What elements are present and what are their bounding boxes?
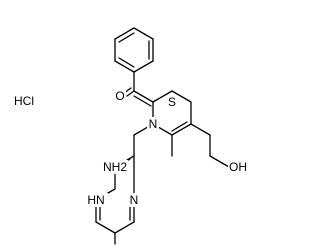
bond — [133, 90, 154, 103]
bond — [114, 60, 135, 73]
hydroxyl-label: OH — [229, 160, 247, 174]
ring-nitrogen-label: N — [149, 117, 158, 131]
bond — [95, 221, 116, 234]
chemical-structure-diagram: O S N OH NH2 HN N HCl — [14, 27, 252, 245]
amino-label: NH2 — [103, 160, 127, 174]
pyrimidine-n-label: N — [130, 193, 139, 207]
bond — [152, 90, 173, 103]
bond-network — [95, 27, 230, 245]
sulfur-label: S — [168, 95, 176, 109]
carbonyl-oxygen-label: O — [115, 89, 124, 103]
bond — [133, 60, 154, 73]
bond — [114, 27, 135, 40]
bond — [171, 123, 192, 136]
bond — [118, 57, 135, 68]
bond — [133, 95, 152, 107]
bond — [126, 90, 135, 97]
hcl-salt-label: HCl — [14, 94, 34, 108]
bond — [171, 121, 188, 132]
bond — [209, 155, 230, 168]
bond — [118, 32, 135, 43]
bond — [190, 123, 211, 136]
bond — [133, 27, 154, 40]
bond — [171, 90, 192, 103]
atom-labels: O S N OH NH2 HN N HCl — [14, 89, 252, 207]
bond — [114, 221, 135, 234]
pyrimidine-nh-label: HN — [87, 193, 104, 207]
